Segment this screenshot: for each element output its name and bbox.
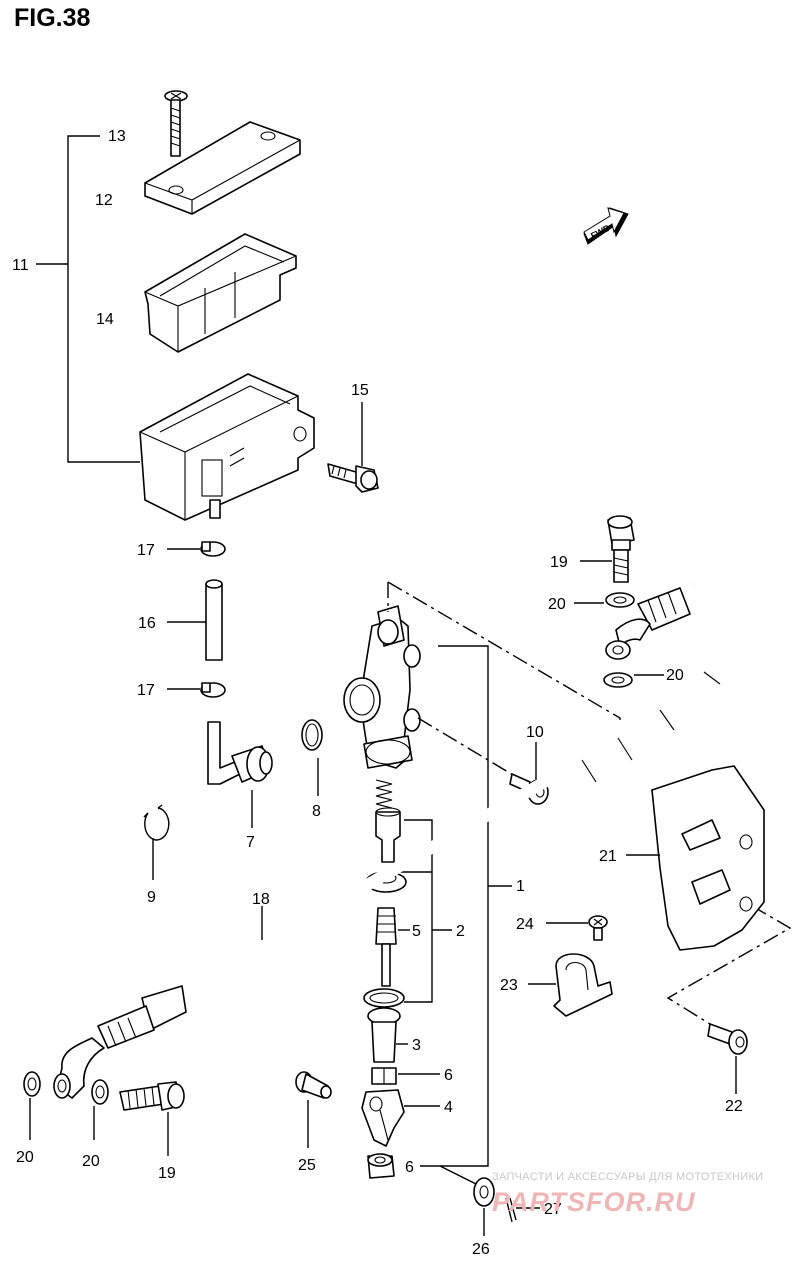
part-23-clamp	[528, 953, 613, 1017]
callout-11: 11	[12, 257, 29, 274]
callout-9: 9	[147, 889, 156, 906]
callout-6-upper: 6	[444, 1067, 453, 1084]
callout-5: 5	[412, 923, 421, 940]
part-17-clamp-lower	[167, 682, 226, 698]
callout-12: 12	[95, 192, 113, 209]
part-12-cap-plate	[144, 121, 301, 215]
callout-15: 15	[351, 382, 369, 399]
callout-20-a: 20	[548, 596, 566, 613]
part-20-washer-d	[91, 1079, 109, 1140]
part-25-clevis-pin	[295, 1071, 332, 1148]
callout-19-lower: 19	[158, 1165, 176, 1182]
callout-1: 1	[516, 878, 525, 895]
part-pushrod-circlip	[363, 988, 405, 1008]
part-17-clamp-upper	[167, 541, 226, 557]
callout-3: 3	[412, 1037, 421, 1054]
callout-2: 2	[456, 923, 465, 940]
part-19-bolt-upper	[580, 515, 635, 583]
callout-24: 24	[516, 916, 534, 933]
assembly-2-bracket	[400, 819, 452, 1003]
alignment-lines	[387, 581, 792, 1025]
callout-10: 10	[526, 724, 544, 741]
part-3-boot	[367, 1007, 408, 1063]
part-19-bolt-lower	[119, 1081, 185, 1156]
callout-labels: 13 12 11 14 15 17 16 17 7 8 9 18 19 20 2…	[12, 128, 743, 1258]
reservoir-group-bracket	[36, 135, 140, 463]
callout-20-b: 20	[666, 667, 684, 684]
callout-7: 7	[246, 834, 255, 851]
part-piston	[375, 807, 401, 863]
callout-17-upper: 17	[137, 542, 155, 559]
part-4-clevis	[361, 1089, 440, 1147]
part-20-washer-a	[574, 592, 635, 608]
callout-16: 16	[138, 615, 156, 632]
part-6-nut-upper	[371, 1067, 440, 1085]
part-8-o-ring	[301, 719, 323, 796]
part-22-bolt	[707, 1023, 748, 1094]
callout-19-upper: 19	[550, 554, 568, 571]
master-cylinder-body	[343, 605, 421, 769]
part-26-washer	[473, 1177, 495, 1236]
part-5-pushrod	[375, 907, 410, 987]
part-9-circlip	[143, 804, 170, 880]
fwd-arrow-icon: FWD	[583, 207, 629, 245]
figure-title: FIG.38	[14, 4, 91, 32]
part-20-washer-c	[23, 1071, 41, 1140]
part-6-nut-lower	[367, 1153, 395, 1179]
part-21-guard	[626, 765, 765, 951]
part-7-connector	[207, 721, 273, 828]
reservoir-body	[139, 373, 315, 521]
callout-21: 21	[599, 848, 617, 865]
part-18-brake-hose	[53, 573, 753, 1099]
assembly-1-bracket	[420, 645, 512, 1167]
callout-4: 4	[444, 1099, 453, 1116]
callout-22: 22	[725, 1098, 743, 1115]
callout-25: 25	[298, 1157, 316, 1174]
part-16-hose	[167, 579, 223, 661]
part-15-bolt	[327, 402, 379, 493]
callout-20-d: 20	[82, 1153, 100, 1170]
callout-17-lower: 17	[137, 682, 155, 699]
callout-6-lower: 6	[405, 1159, 414, 1176]
callout-13: 13	[108, 128, 126, 145]
part-24-screw	[546, 915, 608, 941]
callout-20-c: 20	[16, 1149, 34, 1166]
callout-27: 27	[544, 1201, 562, 1218]
callout-14: 14	[96, 311, 114, 328]
watermark-logo: PARTSFOR.RU	[492, 1187, 696, 1217]
part-20-washer-b	[603, 672, 664, 688]
callout-23: 23	[500, 977, 518, 994]
watermark-text: ЗАПЧАСТИ И АКСЕССУАРЫ ДЛЯ МОТОТЕХНИКИ	[492, 1171, 764, 1183]
callout-18: 18	[252, 891, 270, 908]
hose-upper-fitting	[605, 587, 691, 660]
part-spring	[375, 779, 393, 809]
part-27-cotter-pin	[505, 1197, 540, 1223]
part-13-screw	[164, 90, 188, 157]
part-14-diaphragm	[144, 233, 297, 353]
callout-8: 8	[312, 803, 321, 820]
callout-26: 26	[472, 1241, 490, 1258]
